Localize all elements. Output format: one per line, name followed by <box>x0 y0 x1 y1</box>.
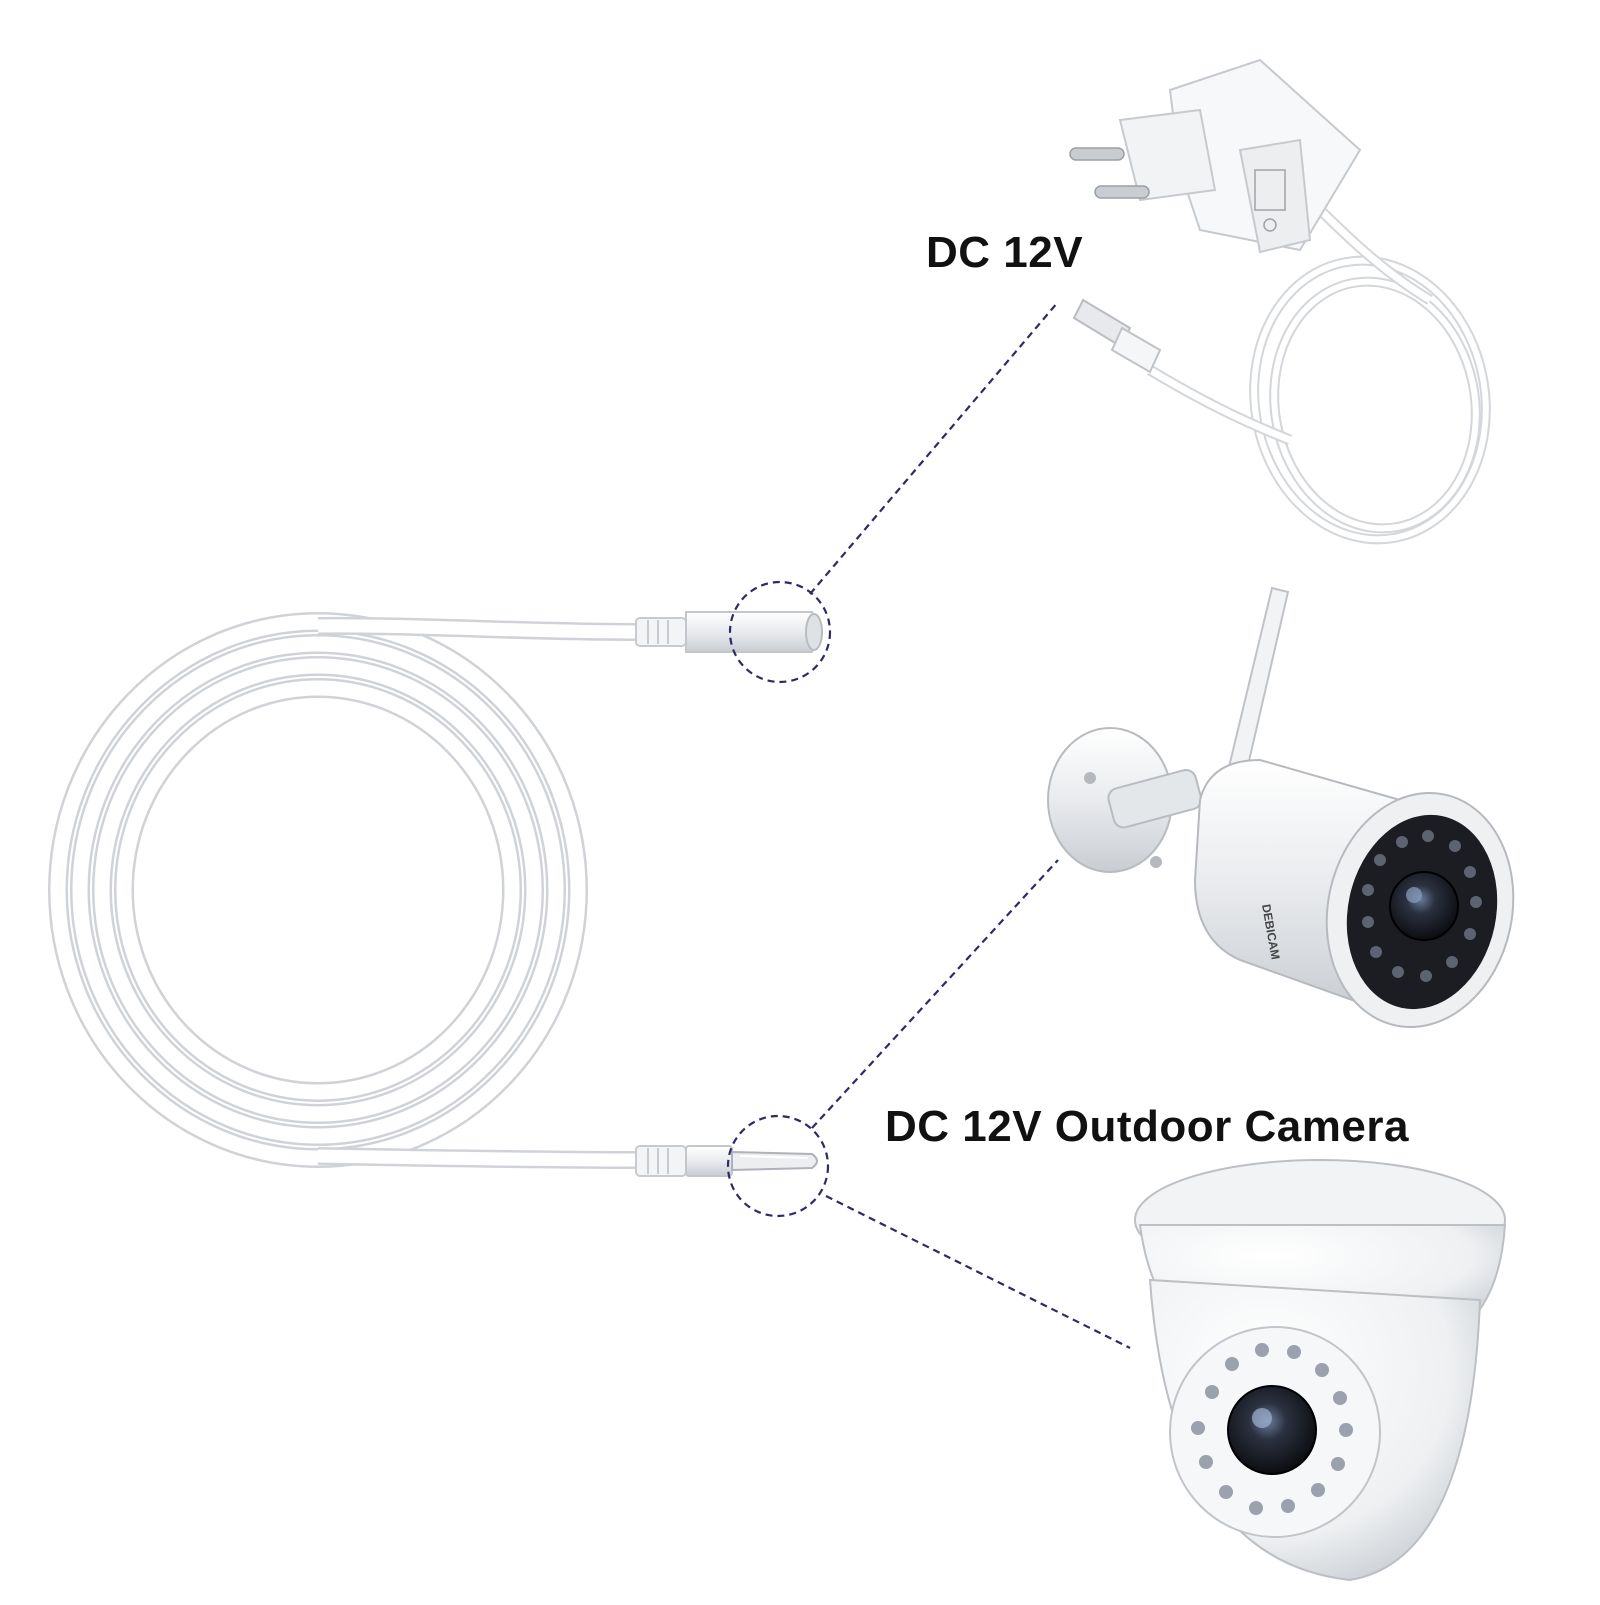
camera-voltage-label: DC 12V Outdoor Camera <box>885 1102 1409 1151</box>
coiled-cable-icon <box>48 612 641 1169</box>
male-dc-connector-icon <box>635 1145 818 1177</box>
bullet-camera-icon: DEBICAM <box>1047 586 1515 1028</box>
female-dc-connector-icon <box>635 611 823 653</box>
adapter-voltage-label: DC 12V <box>926 228 1084 277</box>
connection-guides <box>726 301 1131 1349</box>
power-adapter-icon <box>1069 58 1491 545</box>
dome-camera-icon <box>1134 1159 1507 1582</box>
